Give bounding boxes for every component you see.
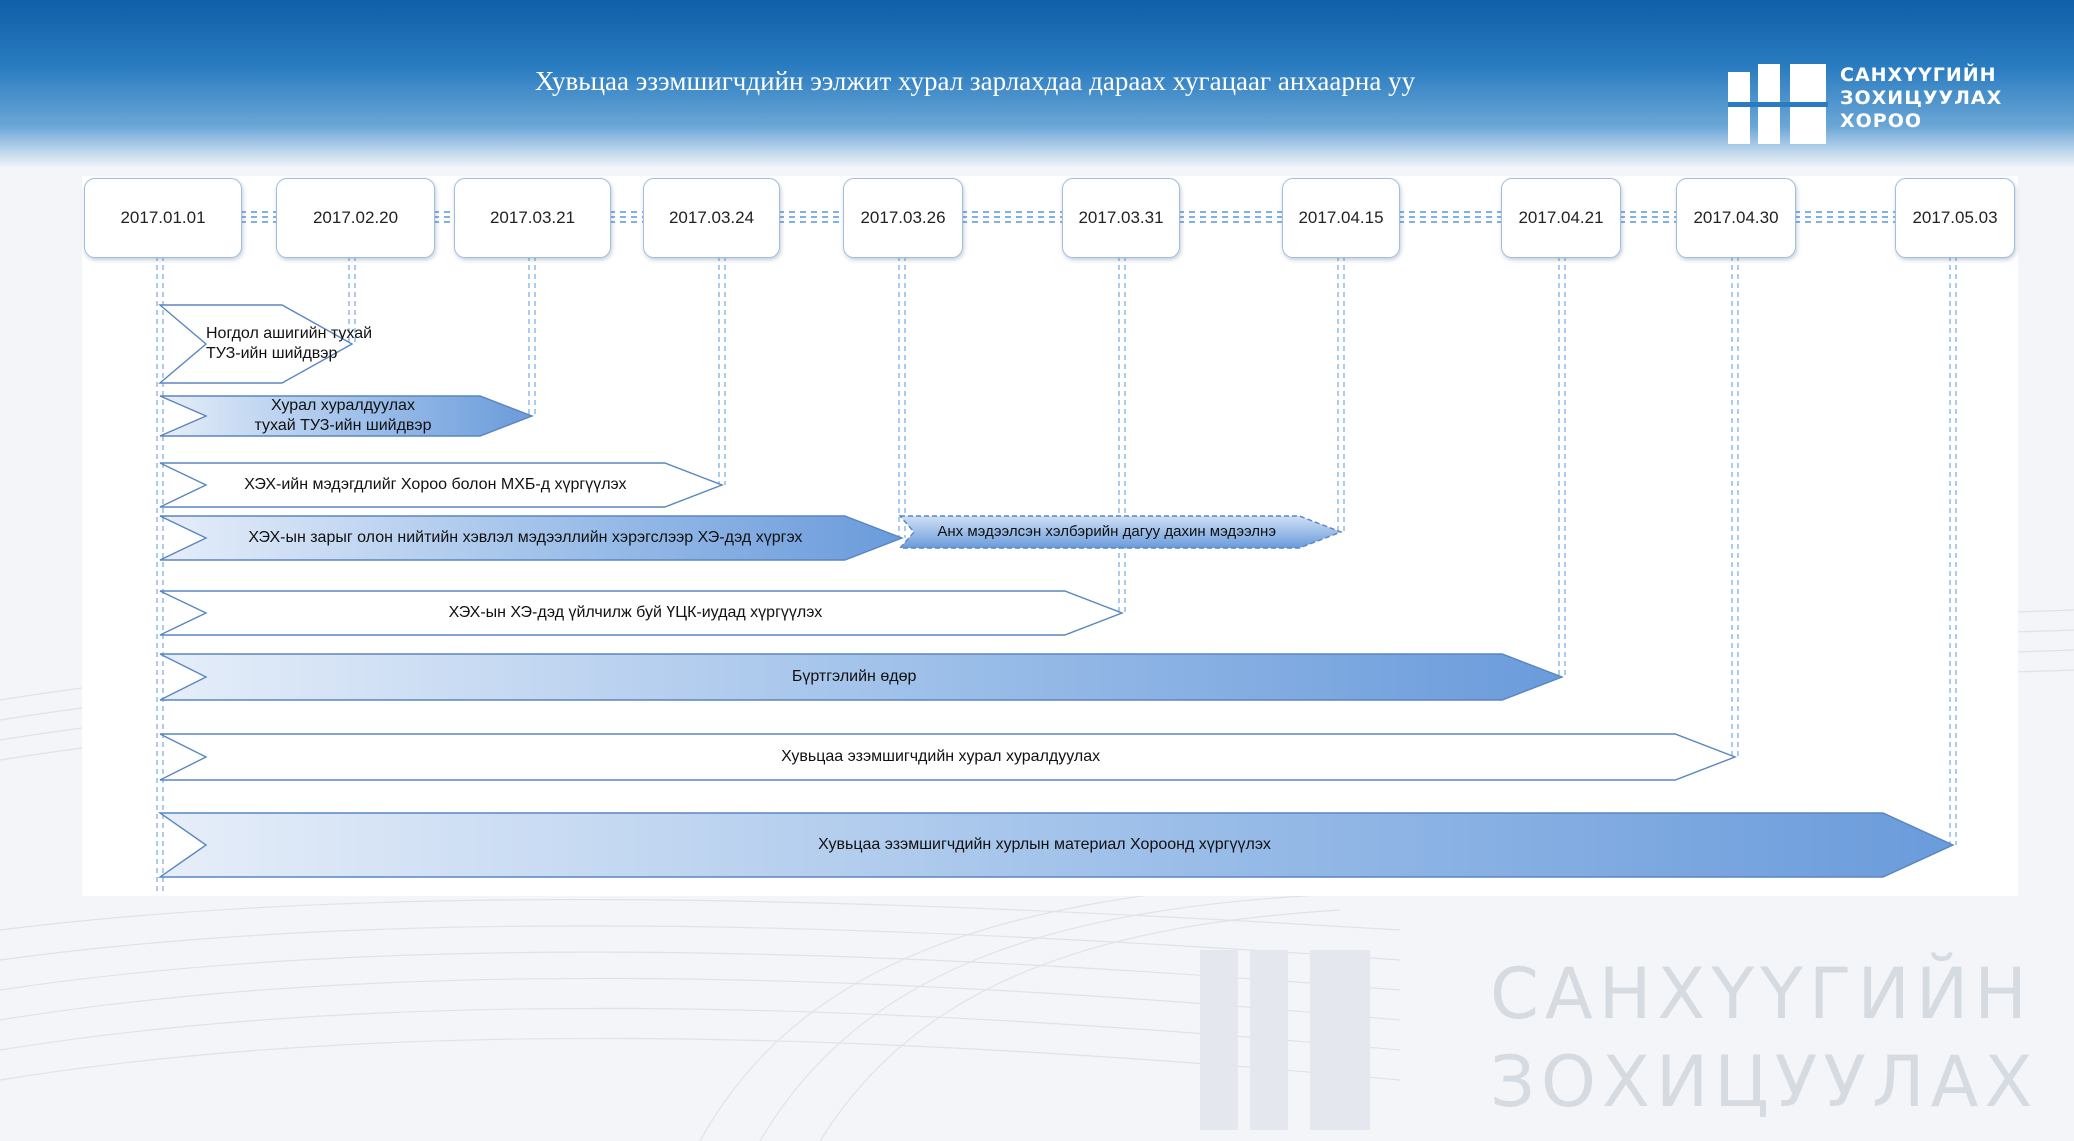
timeline-step-arrow xyxy=(159,395,534,437)
timeline-step-label: Бүртгэлийн өдөр xyxy=(791,668,917,685)
timeline-step-arrow xyxy=(159,653,1564,701)
timeline-step-arrow xyxy=(159,733,1737,781)
timeline-date-box: 2017.03.21 xyxy=(454,178,611,258)
commission-logo-icon xyxy=(1728,64,1828,144)
timeline-date-box: 2017.03.26 xyxy=(843,178,963,258)
timeline-step-label: Анх мэдээлсэн хэлбэрийн дагуу дахин мэдэ… xyxy=(937,523,1276,540)
watermark-text: САНХҮҮГИЙН ЗОХИЦУУЛАХ xyxy=(1490,950,2038,1126)
timeline-step-arrow xyxy=(898,515,1343,549)
watermark-line-1: САНХҮҮГИЙН xyxy=(1490,953,2033,1035)
timeline-step-label: Хувьцаа эзэмшигчдийн хурал хуралдуулах xyxy=(781,748,1101,765)
watermark-line-2: ЗОХИЦУУЛАХ xyxy=(1490,1041,2039,1123)
logo-text-line-1: САНХҮҮГИЙН xyxy=(1840,64,1997,86)
timeline-step-arrow xyxy=(159,590,1124,636)
timeline-step-arrow xyxy=(159,515,904,561)
timeline-step-label: ХЭХ-ын зарыг олон нийтийн хэвлэл мэдээлл… xyxy=(248,529,803,546)
timeline-date-box: 2017.04.15 xyxy=(1282,178,1400,258)
timeline-step-label: Хувьцаа эзэмшигчдийн хурлын материал Хор… xyxy=(818,836,1271,853)
timeline-date-box: 2017.04.30 xyxy=(1676,178,1796,258)
logo-text-line-2: ЗОХИЦУУЛАХ xyxy=(1840,87,2003,109)
page-title: Хувьцаа эзэмшигчдийн ээлжит хурал зарлах… xyxy=(534,66,1416,96)
timeline-step-arrow xyxy=(159,462,724,508)
timeline-step-label: ХЭХ-ийн мэдэгдлийг Хороо болон МХБ-д хүр… xyxy=(244,476,627,493)
timeline-step-arrow xyxy=(158,304,354,384)
timeline-date-box: 2017.03.24 xyxy=(643,178,780,258)
timeline-step-arrow xyxy=(157,812,1955,878)
timeline-date-box: 2017.04.21 xyxy=(1501,178,1621,258)
timeline-step-label: ХЭХ-ын ХЭ-дэд үйлчилж буй ҮЦК-иудад хүрг… xyxy=(448,604,823,621)
timeline-date-box: 2017.01.01 xyxy=(84,178,242,258)
logo-text: САНХҮҮГИЙН ЗОХИЦУУЛАХ ХОРОО xyxy=(1840,64,2002,133)
timeline-date-box: 2017.02.20 xyxy=(276,178,435,258)
logo-text-line-3: ХОРОО xyxy=(1840,110,1923,132)
timeline-date-box: 2017.03.31 xyxy=(1062,178,1180,258)
timeline-date-box: 2017.05.03 xyxy=(1895,178,2015,258)
